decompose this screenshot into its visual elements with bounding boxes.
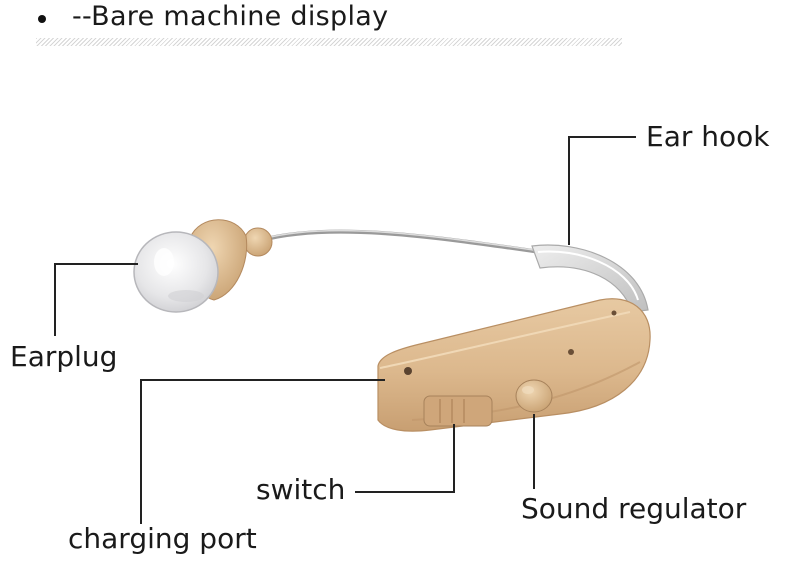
leader-ear-hook	[568, 136, 636, 245]
sound-tube	[260, 229, 542, 254]
leader-switch	[355, 424, 455, 493]
leader-lines	[54, 136, 636, 524]
ear-hook	[531, 244, 649, 313]
hearing-aid-body	[377, 298, 651, 432]
leader-earplug	[54, 263, 138, 336]
earplug	[133, 219, 273, 313]
label-sound-regulator: Sound regulator	[521, 492, 747, 525]
sound-regulator-dial	[515, 379, 553, 413]
label-switch: switch	[256, 473, 346, 506]
bullet-icon	[38, 15, 46, 23]
label-charging-port: charging port	[68, 522, 257, 555]
label-ear-hook: Ear hook	[646, 120, 770, 153]
switch-control	[423, 395, 493, 427]
page-title: --Bare machine display	[72, 1, 389, 32]
leader-charging-port	[140, 379, 385, 524]
hatched-divider	[36, 38, 622, 46]
label-earplug: Earplug	[10, 340, 118, 373]
microphone-holes	[404, 310, 617, 375]
header: --Bare machine display	[0, 0, 800, 50]
